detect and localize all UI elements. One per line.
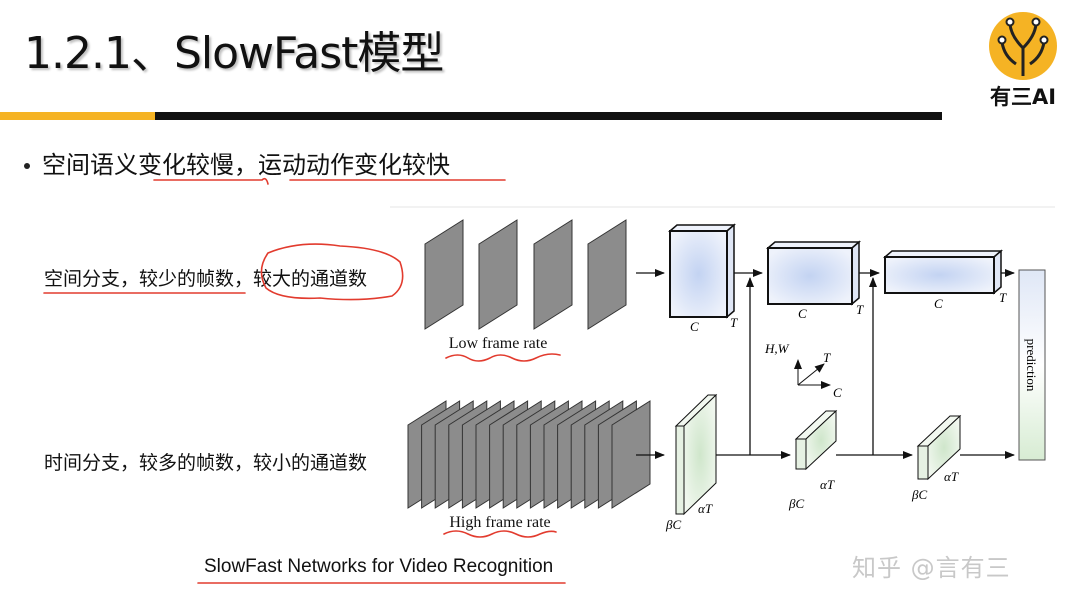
slow-block-2-t: T — [856, 302, 864, 317]
slow-block-1 — [667, 223, 737, 319]
fast-block-3 — [916, 414, 962, 481]
axes-legend — [794, 359, 831, 389]
fast-frame — [611, 400, 651, 509]
slow-block-1-c: C — [690, 319, 699, 334]
slow-frame — [424, 219, 464, 330]
wavy-low-rate — [445, 353, 561, 362]
prediction-box — [1018, 269, 1046, 461]
fast-block-2 — [794, 409, 838, 471]
underline-bullet-slow — [153, 177, 269, 185]
title-underline — [155, 112, 942, 120]
fast-block-1-t: αT — [698, 501, 713, 516]
youban-ai-logo: 有三AI — [986, 8, 1060, 109]
axis-t-label: T — [823, 350, 831, 365]
low-frame-rate-label: Low frame rate — [449, 335, 548, 352]
slow-frame — [587, 219, 627, 330]
circle-channels — [260, 243, 404, 301]
bullet-sep: ， — [234, 151, 258, 179]
paper-caption: SlowFast Networks for Video Recognition — [204, 556, 554, 577]
fast-frames — [407, 400, 651, 509]
slow-branch-label-b: 较大的通道数 — [253, 268, 368, 290]
slow-block-1-t: T — [730, 315, 738, 330]
zhihu-watermark: 知乎 @言有三 — [852, 554, 1011, 582]
slow-branch-label-a: 空间分支，较少的帧数， — [44, 268, 254, 290]
slow-block-3 — [882, 249, 1004, 295]
axis-hw-label: H,W — [764, 341, 790, 356]
bullet-text-3: 运动动作变化较快 — [258, 151, 450, 179]
slow-frame — [533, 219, 573, 330]
fast-block-3-t: αT — [944, 469, 959, 484]
prediction-label: prediction — [1024, 339, 1039, 392]
slow-block-2-c: C — [798, 306, 807, 321]
slow-branch-label: 空间分支，较少的帧数，较大的通道数 — [44, 266, 367, 292]
wavy-high-rate — [443, 530, 557, 538]
slow-frame — [478, 219, 518, 330]
fast-block-3-c: βC — [911, 487, 927, 502]
slow-block-3-c: C — [934, 296, 943, 311]
bullet-text-2: 变化较慢 — [138, 151, 234, 179]
bullet-point: 空间语义变化较慢，运动动作变化较快 — [24, 148, 450, 182]
fast-block-2-t: αT — [820, 477, 835, 492]
red-annotations — [43, 177, 566, 584]
fast-branch-label: 时间分支，较多的帧数，较小的通道数 — [44, 452, 368, 474]
fast-block-1 — [674, 393, 718, 516]
slow-block-2 — [765, 240, 862, 306]
axis-c-label: C — [833, 385, 842, 400]
fast-block-2-c: βC — [788, 496, 804, 511]
fast-block-1-c: βC — [665, 517, 681, 532]
high-frame-rate-label: High frame rate — [449, 514, 550, 531]
slide-title: 1.2.1、SlowFast模型 — [24, 28, 444, 79]
title-underline-accent — [0, 112, 155, 120]
bullet-text-1: 空间语义 — [42, 151, 138, 179]
slow-frames — [424, 219, 627, 330]
slow-block-3-t: T — [999, 290, 1007, 305]
bullet-dot — [24, 163, 30, 169]
logo-text: 有三AI — [990, 85, 1056, 108]
